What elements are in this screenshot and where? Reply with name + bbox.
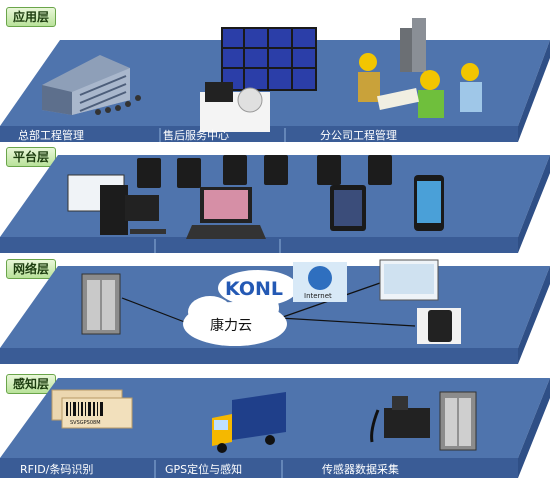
elevator-icon <box>81 273 121 335</box>
layer-title-network: 网络层 <box>6 259 57 279</box>
desktop-computer-icon <box>67 174 166 235</box>
svg-text:SVSGPS08M: SVSGPS08M <box>70 420 101 426</box>
gps-truck-icon <box>212 392 286 453</box>
layer-title-perception: 感知层 <box>6 374 57 394</box>
application-layer-slab: 总部工程管理 售后服务中心 分公司工程管理 <box>0 18 550 142</box>
barcode-icon: SVSGPS08M <box>51 389 133 429</box>
label-headquarters: 总部工程管理 <box>18 128 84 142</box>
server-icons <box>137 155 392 188</box>
label-service-center: 售后服务中心 <box>163 128 229 142</box>
monitor-screen-icon <box>379 259 439 301</box>
svg-text:KONL: KONL <box>225 278 283 300</box>
laptop-icon <box>186 187 266 239</box>
sensor-elevator-icon <box>439 391 477 451</box>
service-center-monitor-wall-icon <box>200 27 317 132</box>
headquarters-building-icon <box>42 55 141 115</box>
label-gps: GPS定位与感知 <box>165 462 242 476</box>
layer-title-platform: 平台层 <box>6 147 57 167</box>
platform-layer-slab <box>0 155 550 253</box>
cloud-label: 康力云 <box>210 317 252 334</box>
branch-workers-icon <box>358 18 482 118</box>
konl-logo: KONL <box>218 270 298 306</box>
label-sensor: 传感器数据采集 <box>322 462 399 476</box>
label-branch: 分公司工程管理 <box>320 128 397 142</box>
network-layer-slab: 康力云 KONL Internet <box>0 259 550 364</box>
layer-title-application: 应用层 <box>6 7 57 27</box>
network-phone-icon <box>417 308 461 344</box>
internet-globe-icon: Internet <box>293 262 347 302</box>
perception-layer-slab: SVSGPS08M RFID/条码识别 GPS定位与感知 传感器数据采集 <box>0 378 550 478</box>
svg-text:Internet: Internet <box>304 292 332 300</box>
sensor-device-icon <box>370 396 430 443</box>
label-rfid: RFID/条码识别 <box>20 462 93 476</box>
cloud-icon <box>183 290 287 346</box>
phone-icon <box>414 175 444 231</box>
tablet-icon <box>330 185 366 231</box>
